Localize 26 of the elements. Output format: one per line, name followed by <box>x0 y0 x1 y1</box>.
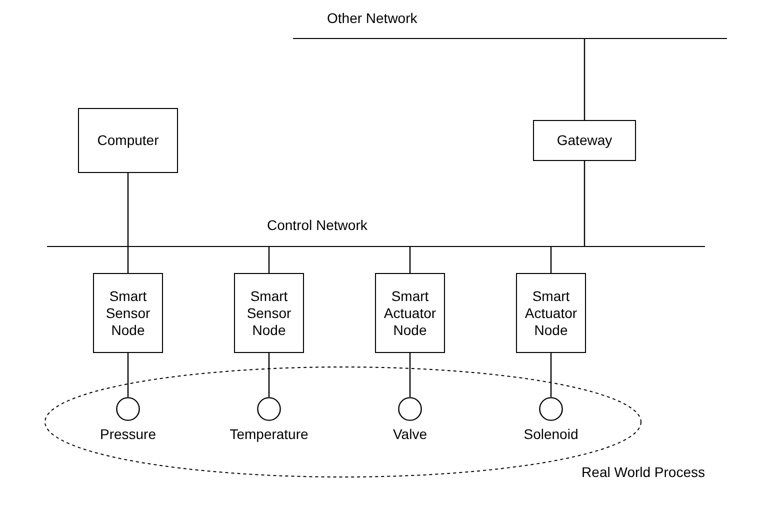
connector-line <box>584 39 586 120</box>
network-label: Other Network <box>327 10 418 26</box>
device-box: Smart Sensor Node <box>234 273 304 353</box>
network-bus <box>47 217 705 247</box>
connector-line <box>550 353 552 397</box>
connector-line <box>127 247 129 273</box>
device-box: Gateway <box>533 120 636 161</box>
sensor-label: Temperature <box>228 426 310 442</box>
connector-line <box>127 173 129 247</box>
process-label: Real World Process <box>582 464 705 480</box>
connector-line <box>584 161 586 247</box>
device-box: Smart Sensor Node <box>93 273 163 353</box>
connector-line <box>268 353 270 397</box>
connector-line <box>268 247 270 273</box>
sensor-label: Valve <box>392 426 428 442</box>
connector-line <box>550 247 552 273</box>
sensor-label: Solenoid <box>522 426 580 442</box>
device-box: Smart Actuator Node <box>375 273 445 353</box>
sensor-label: Pressure <box>98 426 158 442</box>
device-box: Smart Actuator Node <box>516 273 586 353</box>
network-label: Control Network <box>267 217 368 233</box>
connector-line <box>409 247 411 273</box>
connector-line <box>409 353 411 397</box>
network-bus <box>293 10 727 39</box>
connector-line <box>127 353 129 397</box>
device-box: Computer <box>78 108 178 173</box>
